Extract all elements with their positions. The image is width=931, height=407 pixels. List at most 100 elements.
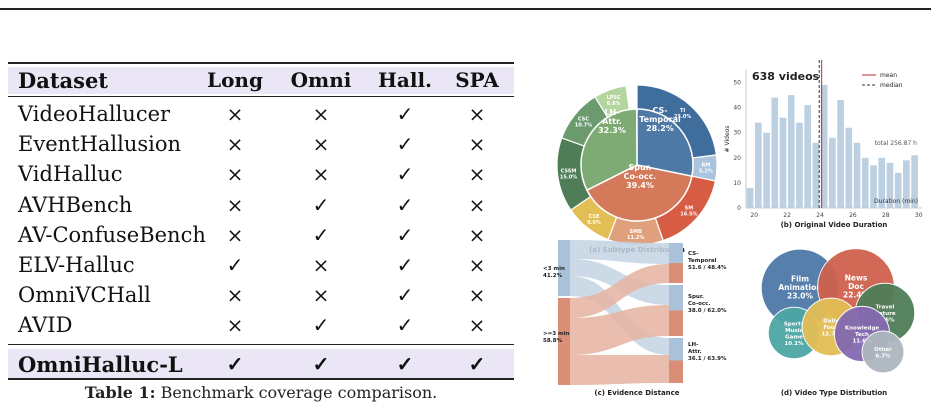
outer-slice-label: CSC bbox=[578, 117, 589, 123]
sankey-left-label: <3 min bbox=[543, 266, 565, 272]
chart-d-caption: (d) Video Type Distribution bbox=[781, 389, 887, 397]
outer-slice-label: TI bbox=[680, 108, 685, 114]
bubble-label: Sports bbox=[784, 321, 805, 327]
cell-hall: ✓ bbox=[396, 283, 414, 308]
inner-slice bbox=[636, 108, 694, 178]
bubble-label: 23.0% bbox=[787, 292, 814, 301]
cell-long: × bbox=[226, 192, 244, 217]
x-tick-label: 26 bbox=[849, 212, 857, 219]
inner-slice-label: 39.4% bbox=[626, 181, 654, 190]
cell-hall: ✓ bbox=[396, 132, 414, 157]
sankey-right-label: LH- bbox=[688, 342, 698, 348]
sankey-left-label: 58.8% bbox=[543, 338, 563, 344]
bubble-label: 10.1% bbox=[784, 341, 804, 347]
x-tick-label: 28 bbox=[882, 212, 890, 219]
header-omni: Omni bbox=[290, 68, 352, 92]
bubble-label: Music bbox=[785, 328, 803, 334]
bubble-label: Daily bbox=[823, 319, 839, 325]
histogram-bar bbox=[911, 155, 918, 208]
inner-slice-label: 32.3% bbox=[598, 126, 626, 135]
total-hours-note: total 256.87 h bbox=[875, 140, 918, 147]
cell-omni: × bbox=[312, 253, 330, 277]
cell-hall: ✓ bbox=[396, 162, 414, 187]
sankey-right-label: 38.0 / 62.0% bbox=[688, 308, 727, 314]
cell-hall: ✓ bbox=[396, 222, 414, 247]
bubble-label: Other bbox=[874, 347, 892, 353]
cell-long: × bbox=[226, 132, 244, 157]
dataset-name: ELV-Halluc bbox=[18, 253, 135, 277]
outer-slice-label: CSE bbox=[589, 214, 600, 220]
histogram-bar bbox=[812, 142, 820, 208]
table-mid-rule bbox=[8, 344, 514, 345]
outer-slice-value: 23.0% bbox=[674, 114, 691, 120]
bubble-label: Nature bbox=[874, 311, 896, 317]
bubble-label: Doc bbox=[848, 282, 864, 291]
highlight-cell-spa: ✓ bbox=[468, 352, 486, 376]
bubble-label: Tech bbox=[855, 332, 869, 338]
inner-slice-label: Attr. bbox=[602, 117, 622, 126]
cell-omni: ✓ bbox=[312, 222, 330, 247]
table-row: AVHBench×✓✓× bbox=[8, 192, 514, 219]
dataset-name: OmniVCHall bbox=[18, 283, 151, 308]
cell-omni: × bbox=[312, 162, 330, 187]
bubble-label: News bbox=[845, 274, 868, 283]
histogram-bar bbox=[820, 85, 828, 208]
cell-long: × bbox=[226, 102, 244, 126]
legend-median-label: median bbox=[880, 82, 903, 89]
cell-spa: × bbox=[468, 222, 486, 247]
page-top-rule bbox=[0, 8, 931, 10]
bubble-label: 12.7% bbox=[821, 332, 841, 338]
header-dataset: Dataset bbox=[18, 68, 109, 93]
histogram-bar bbox=[771, 97, 779, 208]
inner-slice-label: LH- bbox=[604, 108, 619, 117]
header-hall: Hall. bbox=[377, 68, 432, 92]
x-axis-label: Duration (min) bbox=[874, 198, 918, 205]
histogram-bar bbox=[787, 95, 795, 208]
cell-spa: × bbox=[468, 102, 486, 126]
histogram-bar bbox=[804, 105, 811, 208]
cell-spa: × bbox=[468, 313, 486, 338]
inner-slice bbox=[585, 164, 693, 222]
histogram-bar bbox=[894, 172, 902, 208]
y-tick-label: 40 bbox=[733, 105, 741, 112]
sankey-flow bbox=[570, 305, 669, 355]
histogram-bar bbox=[903, 160, 910, 208]
histogram-bar bbox=[870, 165, 877, 208]
histogram-bar bbox=[796, 122, 803, 208]
cell-hall: ✓ bbox=[396, 253, 414, 277]
highlight-cell-hall: ✓ bbox=[396, 352, 414, 376]
table-caption: Table 1: Benchmark coverage comparison. bbox=[8, 383, 514, 402]
sankey-node-right bbox=[669, 285, 683, 311]
sankey-flow bbox=[570, 264, 669, 318]
cell-hall: ✓ bbox=[396, 313, 414, 338]
table-bottom-rule bbox=[8, 378, 514, 380]
sankey-flow bbox=[570, 355, 669, 385]
table-row: AV-ConfuseBench×✓✓× bbox=[8, 222, 514, 249]
sankey-left-label: 41.2% bbox=[543, 273, 563, 279]
sankey-node-left bbox=[558, 240, 570, 296]
cell-long: × bbox=[226, 313, 244, 338]
sankey-node-left bbox=[558, 298, 570, 385]
table-header-rule bbox=[8, 96, 514, 97]
bubble-label: 11.6% bbox=[852, 339, 872, 345]
y-tick-label: 50 bbox=[733, 80, 741, 87]
outer-slice-label: SMB bbox=[630, 229, 643, 235]
cell-hall: ✓ bbox=[396, 102, 414, 126]
sankey-right-label: Temporal bbox=[688, 258, 717, 264]
sankey-node-right bbox=[669, 310, 683, 336]
cell-long: × bbox=[226, 222, 244, 247]
table-row: ELV-Halluc✓×✓× bbox=[8, 252, 514, 279]
dataset-name: AVHBench bbox=[18, 192, 133, 217]
sankey-left-label: >=3 min bbox=[543, 331, 570, 337]
cell-long: × bbox=[226, 283, 244, 308]
outer-slice-value: 5.2% bbox=[699, 169, 713, 175]
outer-slice-label: SM bbox=[685, 205, 694, 211]
y-tick-label: 30 bbox=[733, 130, 741, 137]
outer-slice-label: LPSC bbox=[607, 95, 621, 101]
highlight-cell-long: ✓ bbox=[226, 352, 244, 376]
sankey-right-label: Spur. bbox=[688, 294, 704, 300]
histogram-bar bbox=[886, 162, 894, 208]
inner-slice-label: CS- bbox=[652, 106, 667, 115]
outer-slice-value: 16.5% bbox=[680, 211, 697, 217]
